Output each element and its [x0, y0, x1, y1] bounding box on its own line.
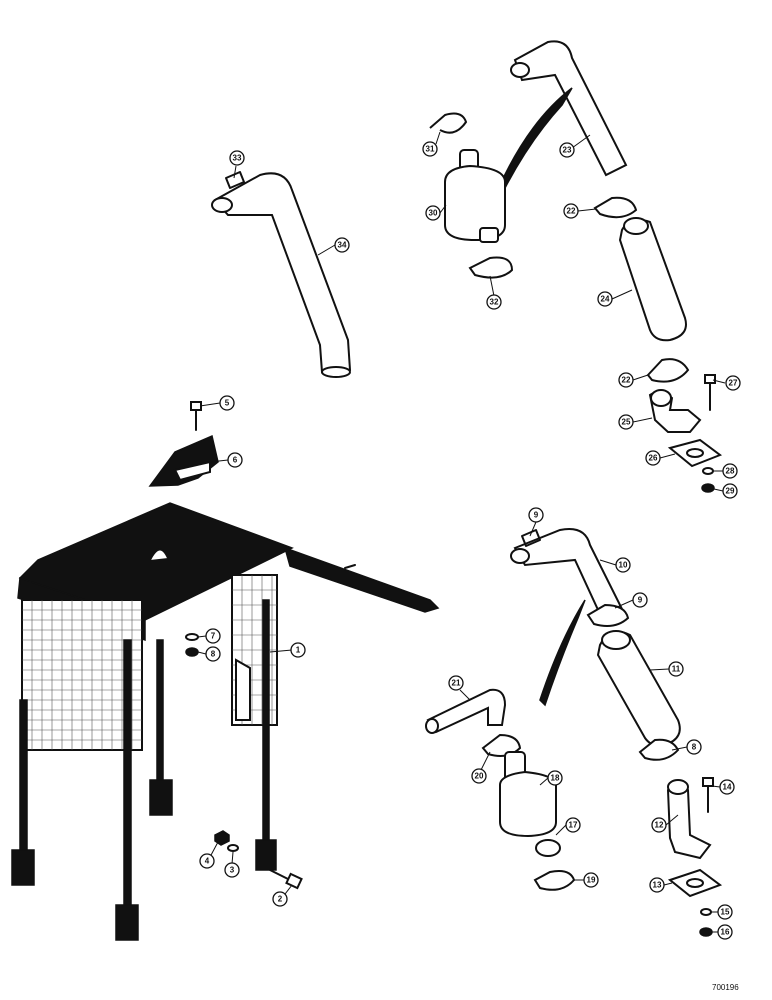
svg-text:5: 5	[225, 399, 230, 408]
callout-18: 18	[547, 770, 563, 786]
svg-text:8: 8	[692, 743, 697, 752]
callout-9-mid: 9	[632, 592, 648, 608]
svg-text:12: 12	[655, 821, 664, 830]
svg-text:6: 6	[233, 456, 238, 465]
svg-text:1: 1	[296, 646, 301, 655]
svg-text:18: 18	[551, 774, 560, 783]
svg-text:2: 2	[278, 895, 283, 904]
callout-33: 33	[229, 150, 245, 166]
leader-lines	[197, 131, 726, 933]
svg-text:4: 4	[205, 857, 210, 866]
callout-12: 12	[651, 817, 667, 833]
svg-text:15: 15	[721, 908, 730, 917]
upper-right-exhaust	[429, 40, 723, 493]
callout-27: 27	[725, 375, 741, 391]
svg-text:27: 27	[729, 379, 738, 388]
svg-text:3: 3	[230, 866, 235, 875]
svg-text:30: 30	[429, 209, 438, 218]
callout-31: 31	[422, 141, 438, 157]
washer-3	[227, 844, 239, 852]
svg-text:9: 9	[534, 511, 539, 520]
callout-8-right: 8	[686, 739, 702, 755]
callout-7: 7	[205, 628, 221, 644]
svg-text:11: 11	[672, 665, 681, 674]
callout-15: 15	[717, 904, 733, 920]
svg-text:22: 22	[567, 207, 576, 216]
callout-19: 19	[583, 872, 599, 888]
callout-9-top: 9	[528, 507, 544, 523]
callout-17: 17	[565, 817, 581, 833]
callout-22-lower: 22	[618, 372, 634, 388]
callout-26: 26	[645, 450, 661, 466]
svg-text:13: 13	[653, 881, 662, 890]
svg-text:34: 34	[338, 241, 347, 250]
svg-text:14: 14	[723, 783, 732, 792]
callout-23: 23	[559, 142, 575, 158]
callout-8-left: 8	[205, 646, 221, 662]
callout-29: 29	[722, 483, 738, 499]
callout-24: 24	[597, 291, 613, 307]
callout-21: 21	[448, 675, 464, 691]
callout-4: 4	[199, 853, 215, 869]
callout-13: 13	[649, 877, 665, 893]
svg-text:23: 23	[563, 146, 572, 155]
svg-text:9: 9	[638, 596, 643, 605]
callout-5: 5	[219, 395, 235, 411]
callout-32: 32	[486, 294, 502, 310]
callout-22-upper: 22	[563, 203, 579, 219]
bolt-2	[269, 869, 303, 890]
svg-text:8: 8	[211, 650, 216, 659]
nut-4	[214, 830, 230, 846]
svg-text:26: 26	[649, 454, 658, 463]
callout-34: 34	[334, 237, 350, 253]
mesh-pattern-left	[22, 600, 142, 750]
callout-6: 6	[227, 452, 243, 468]
callout-1: 1	[290, 642, 306, 658]
svg-text:16: 16	[721, 928, 730, 937]
deflector-plate	[148, 434, 219, 487]
svg-text:19: 19	[587, 876, 596, 885]
washer-7	[185, 633, 199, 641]
svg-text:17: 17	[569, 821, 578, 830]
callouts: 1 2 3 4 5 6 7 8 9 10 9 11 8 12 13 14 15 …	[199, 141, 741, 940]
svg-text:10: 10	[619, 561, 628, 570]
callout-28: 28	[722, 463, 738, 479]
svg-text:24: 24	[601, 295, 610, 304]
svg-text:32: 32	[490, 298, 499, 307]
svg-text:29: 29	[726, 487, 735, 496]
svg-text:31: 31	[426, 145, 435, 154]
callout-25: 25	[618, 414, 634, 430]
svg-text:22: 22	[622, 376, 631, 385]
bolt-5	[190, 401, 202, 431]
svg-text:21: 21	[452, 679, 461, 688]
canopy-guard	[11, 502, 440, 941]
callout-14: 14	[719, 779, 735, 795]
callout-10: 10	[615, 557, 631, 573]
callout-2: 2	[272, 891, 288, 907]
svg-text:33: 33	[233, 154, 242, 163]
svg-text:28: 28	[726, 467, 735, 476]
callout-30: 30	[425, 205, 441, 221]
lower-right-exhaust	[425, 528, 723, 937]
svg-text:7: 7	[211, 632, 216, 641]
exhaust-pipe-34	[211, 171, 352, 378]
callout-16: 16	[717, 924, 733, 940]
svg-text:25: 25	[622, 418, 631, 427]
reference-code: 700196	[712, 983, 739, 992]
callout-20: 20	[471, 768, 487, 784]
callout-3: 3	[224, 862, 240, 878]
callout-11: 11	[668, 661, 684, 677]
nut-8	[185, 647, 199, 657]
svg-text:20: 20	[475, 772, 484, 781]
